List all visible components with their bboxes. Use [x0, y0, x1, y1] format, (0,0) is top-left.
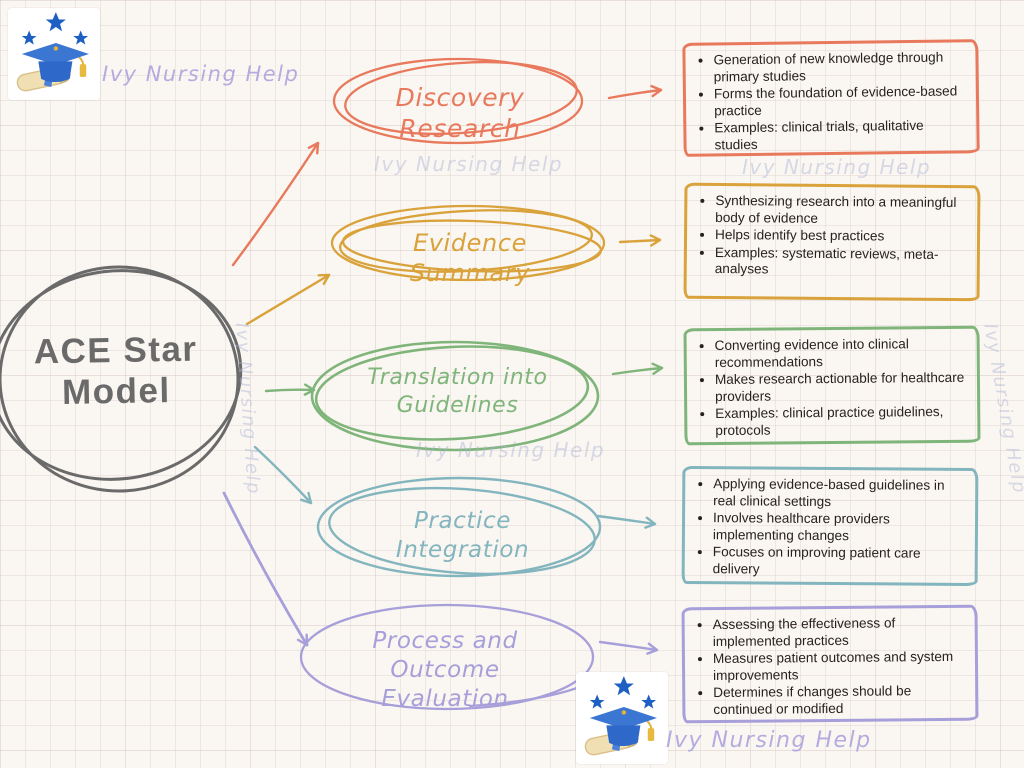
bullet-list: Synthesizing research into a meaningful … — [689, 193, 972, 280]
brand-logo-top-left — [8, 8, 100, 100]
watermark: Ivy Nursing Help — [979, 322, 1024, 496]
watermark: Ivy Nursing Help — [231, 322, 265, 496]
center-to-process-arrow — [222, 491, 309, 647]
evidence-to-box-arrow — [618, 234, 662, 247]
translation-to-box-arrow — [611, 362, 664, 376]
graduation-cap-icon — [16, 12, 89, 92]
bullet-item: Applying evidence-based guidelines in re… — [713, 476, 969, 511]
bullet-list: Generation of new knowledge through prim… — [687, 49, 970, 154]
bullet-item: Involves healthcare providers implementi… — [713, 510, 969, 545]
practice-integration-box: Applying evidence-based guidelines in re… — [681, 465, 979, 587]
evidence-summary-label: Evidence Summary — [409, 229, 531, 287]
center-to-evidence-arrow — [245, 273, 331, 326]
bullet-item: Examples: clinical trials, qualitative s… — [714, 118, 970, 154]
bullet-item: Determines if changes should be continue… — [713, 683, 969, 718]
bullet-item: Synthesizing research into a meaningful … — [715, 193, 971, 228]
translation-into-guidelines-label: Translation into Guidelines — [367, 365, 548, 418]
discovery-research-label: Discovery Research — [395, 83, 525, 144]
center-to-practice-arrow — [253, 445, 313, 505]
brand-logo-bottom — [576, 672, 668, 764]
process-to-box-arrow — [598, 640, 659, 655]
bullet-item: Makes research actionable for healthcare… — [715, 370, 971, 405]
translation-into-guidelines-box: Converting evidence into clinical recomm… — [683, 325, 981, 446]
bullet-list: Assessing the effectiveness of implement… — [687, 615, 970, 719]
bullet-item: Forms the foundation of evidence-based p… — [714, 83, 970, 119]
process-and-outcome-evaluation-box: Assessing the effectiveness of implement… — [681, 604, 979, 724]
bullet-list: Applying evidence-based guidelines in re… — [687, 476, 970, 579]
bullet-item: Focuses on improving patient care delive… — [713, 544, 969, 579]
discovery-research-box: Generation of new knowledge through prim… — [682, 39, 980, 157]
brand-name-bottom: Ivy Nursing Help — [666, 728, 872, 753]
bullet-item: Helps identify best practices — [715, 227, 971, 246]
process-and-outcome-evaluation-label: Process and Outcome Evaluation — [372, 628, 518, 712]
watermark: Ivy Nursing Help — [742, 155, 932, 179]
evidence-summary-box: Synthesizing research into a meaningful … — [683, 182, 981, 302]
bullet-item: Examples: clinical practice guidelines, … — [715, 404, 971, 439]
watermark: Ivy Nursing Help — [374, 152, 564, 176]
discovery-to-box-arrow — [607, 84, 663, 100]
bullet-item: Measures patient outcomes and system imp… — [713, 649, 969, 684]
center-to-translation-arrow — [264, 383, 316, 396]
watermark: Ivy Nursing Help — [416, 438, 606, 462]
bullet-item: Converting evidence into clinical recomm… — [715, 336, 971, 371]
center-to-discovery-arrow — [231, 141, 320, 267]
bullet-item: Examples: systematic reviews, meta-analy… — [715, 245, 971, 280]
practice-integration-label: Practice Integration — [395, 508, 530, 563]
brand-name-top-left: Ivy Nursing Help — [102, 62, 300, 86]
practice-to-box-arrow — [596, 514, 657, 529]
center-node-title: ACE Star Model — [33, 329, 198, 413]
bullet-item: Assessing the effectiveness of implement… — [713, 615, 969, 650]
bullet-item: Generation of new knowledge through prim… — [713, 49, 969, 85]
bullet-list: Converting evidence into clinical recomm… — [689, 336, 972, 440]
graduation-cap-icon — [584, 676, 657, 756]
